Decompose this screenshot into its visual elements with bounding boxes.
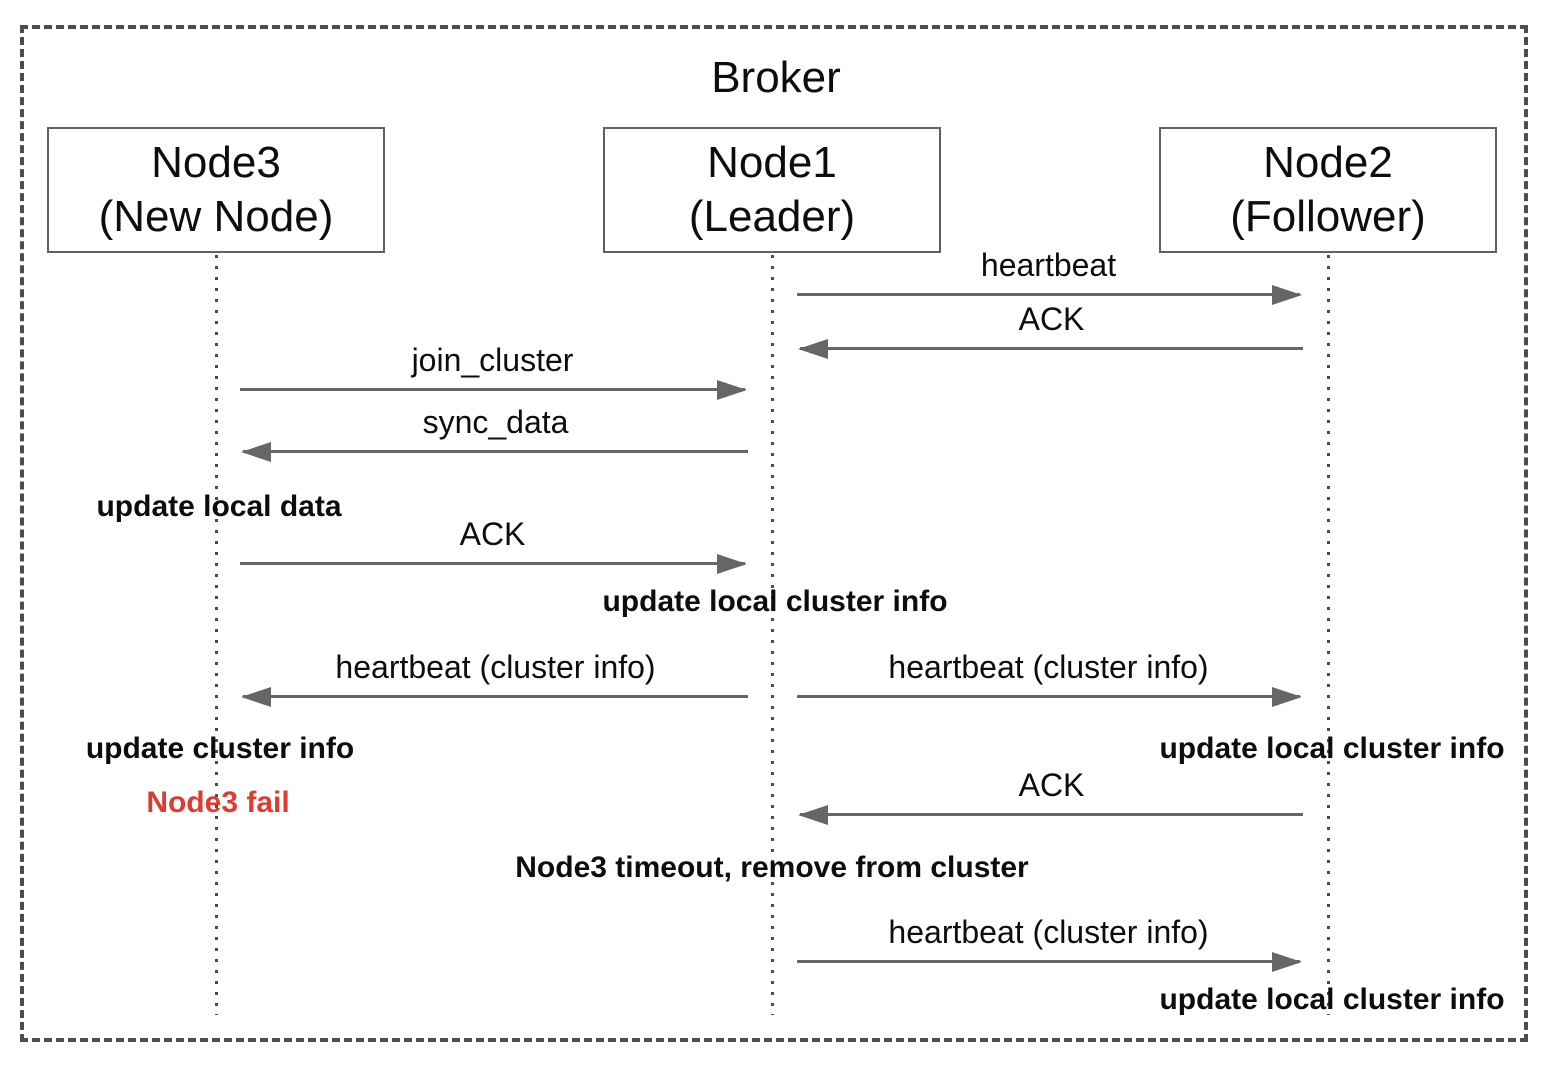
actor-name: Node3 <box>151 138 281 187</box>
arrow-right-icon <box>797 695 1300 698</box>
lifeline-node3 <box>215 255 218 1015</box>
message-label: sync_data <box>422 404 569 440</box>
actor-name: Node1 <box>707 138 837 187</box>
note-update-local-cluster-info-final: update local cluster info <box>1159 983 1505 1016</box>
arrow-left-icon <box>800 813 1303 816</box>
message-ack-node3-node1: ACK <box>240 515 745 567</box>
actor-role: (Leader) <box>688 192 856 241</box>
broker-boundary-box <box>20 25 1528 1042</box>
message-label: heartbeat (cluster info) <box>888 914 1209 950</box>
message-sync-data: sync_data <box>243 403 748 455</box>
note-update-local-cluster-info-node2: update local cluster info <box>1159 732 1505 765</box>
actor-box-node3: Node3 (New Node) <box>47 127 385 253</box>
arrow-left-icon <box>243 450 748 453</box>
actor-box-node2: Node2 (Follower) <box>1159 127 1497 253</box>
arrow-right-icon <box>240 388 745 391</box>
message-ack-node2-node1-2: ACK <box>800 766 1303 818</box>
message-label: heartbeat (cluster info) <box>888 649 1209 685</box>
actor-role: (New Node) <box>98 192 334 241</box>
message-heartbeat: heartbeat <box>797 246 1300 298</box>
arrow-left-icon <box>800 347 1303 350</box>
message-label: ACK <box>459 516 526 552</box>
message-join-cluster: join_cluster <box>240 341 745 393</box>
message-label: ACK <box>1018 301 1085 337</box>
arrow-right-icon <box>797 960 1300 963</box>
lifeline-node2 <box>1327 255 1330 1015</box>
note-update-local-data: update local data <box>96 490 342 523</box>
note-node3-timeout-remove: Node3 timeout, remove from cluster <box>515 851 1029 884</box>
message-label: ACK <box>1018 767 1085 803</box>
actor-name: Node2 <box>1263 138 1393 187</box>
diagram-title: Broker <box>711 53 841 102</box>
arrow-right-icon <box>240 562 745 565</box>
message-heartbeat-cluster-info-node1-node2: heartbeat (cluster info) <box>797 648 1300 700</box>
message-heartbeat-cluster-info-final: heartbeat (cluster info) <box>797 913 1300 965</box>
note-node3-fail: Node3 fail <box>146 786 290 819</box>
actor-role: (Follower) <box>1230 192 1426 241</box>
actor-box-node1: Node1 (Leader) <box>603 127 941 253</box>
message-ack-node2-node1: ACK <box>800 300 1303 352</box>
message-label: heartbeat <box>980 247 1117 283</box>
message-heartbeat-cluster-info-node1-node3: heartbeat (cluster info) <box>243 648 748 700</box>
arrow-right-icon <box>797 293 1300 296</box>
arrow-left-icon <box>243 695 748 698</box>
lifeline-node1 <box>771 255 774 1015</box>
message-label: heartbeat (cluster info) <box>335 649 656 685</box>
note-update-local-cluster-info-node1: update local cluster info <box>602 585 948 618</box>
message-label: join_cluster <box>411 342 574 378</box>
note-update-cluster-info: update cluster info <box>85 732 355 765</box>
